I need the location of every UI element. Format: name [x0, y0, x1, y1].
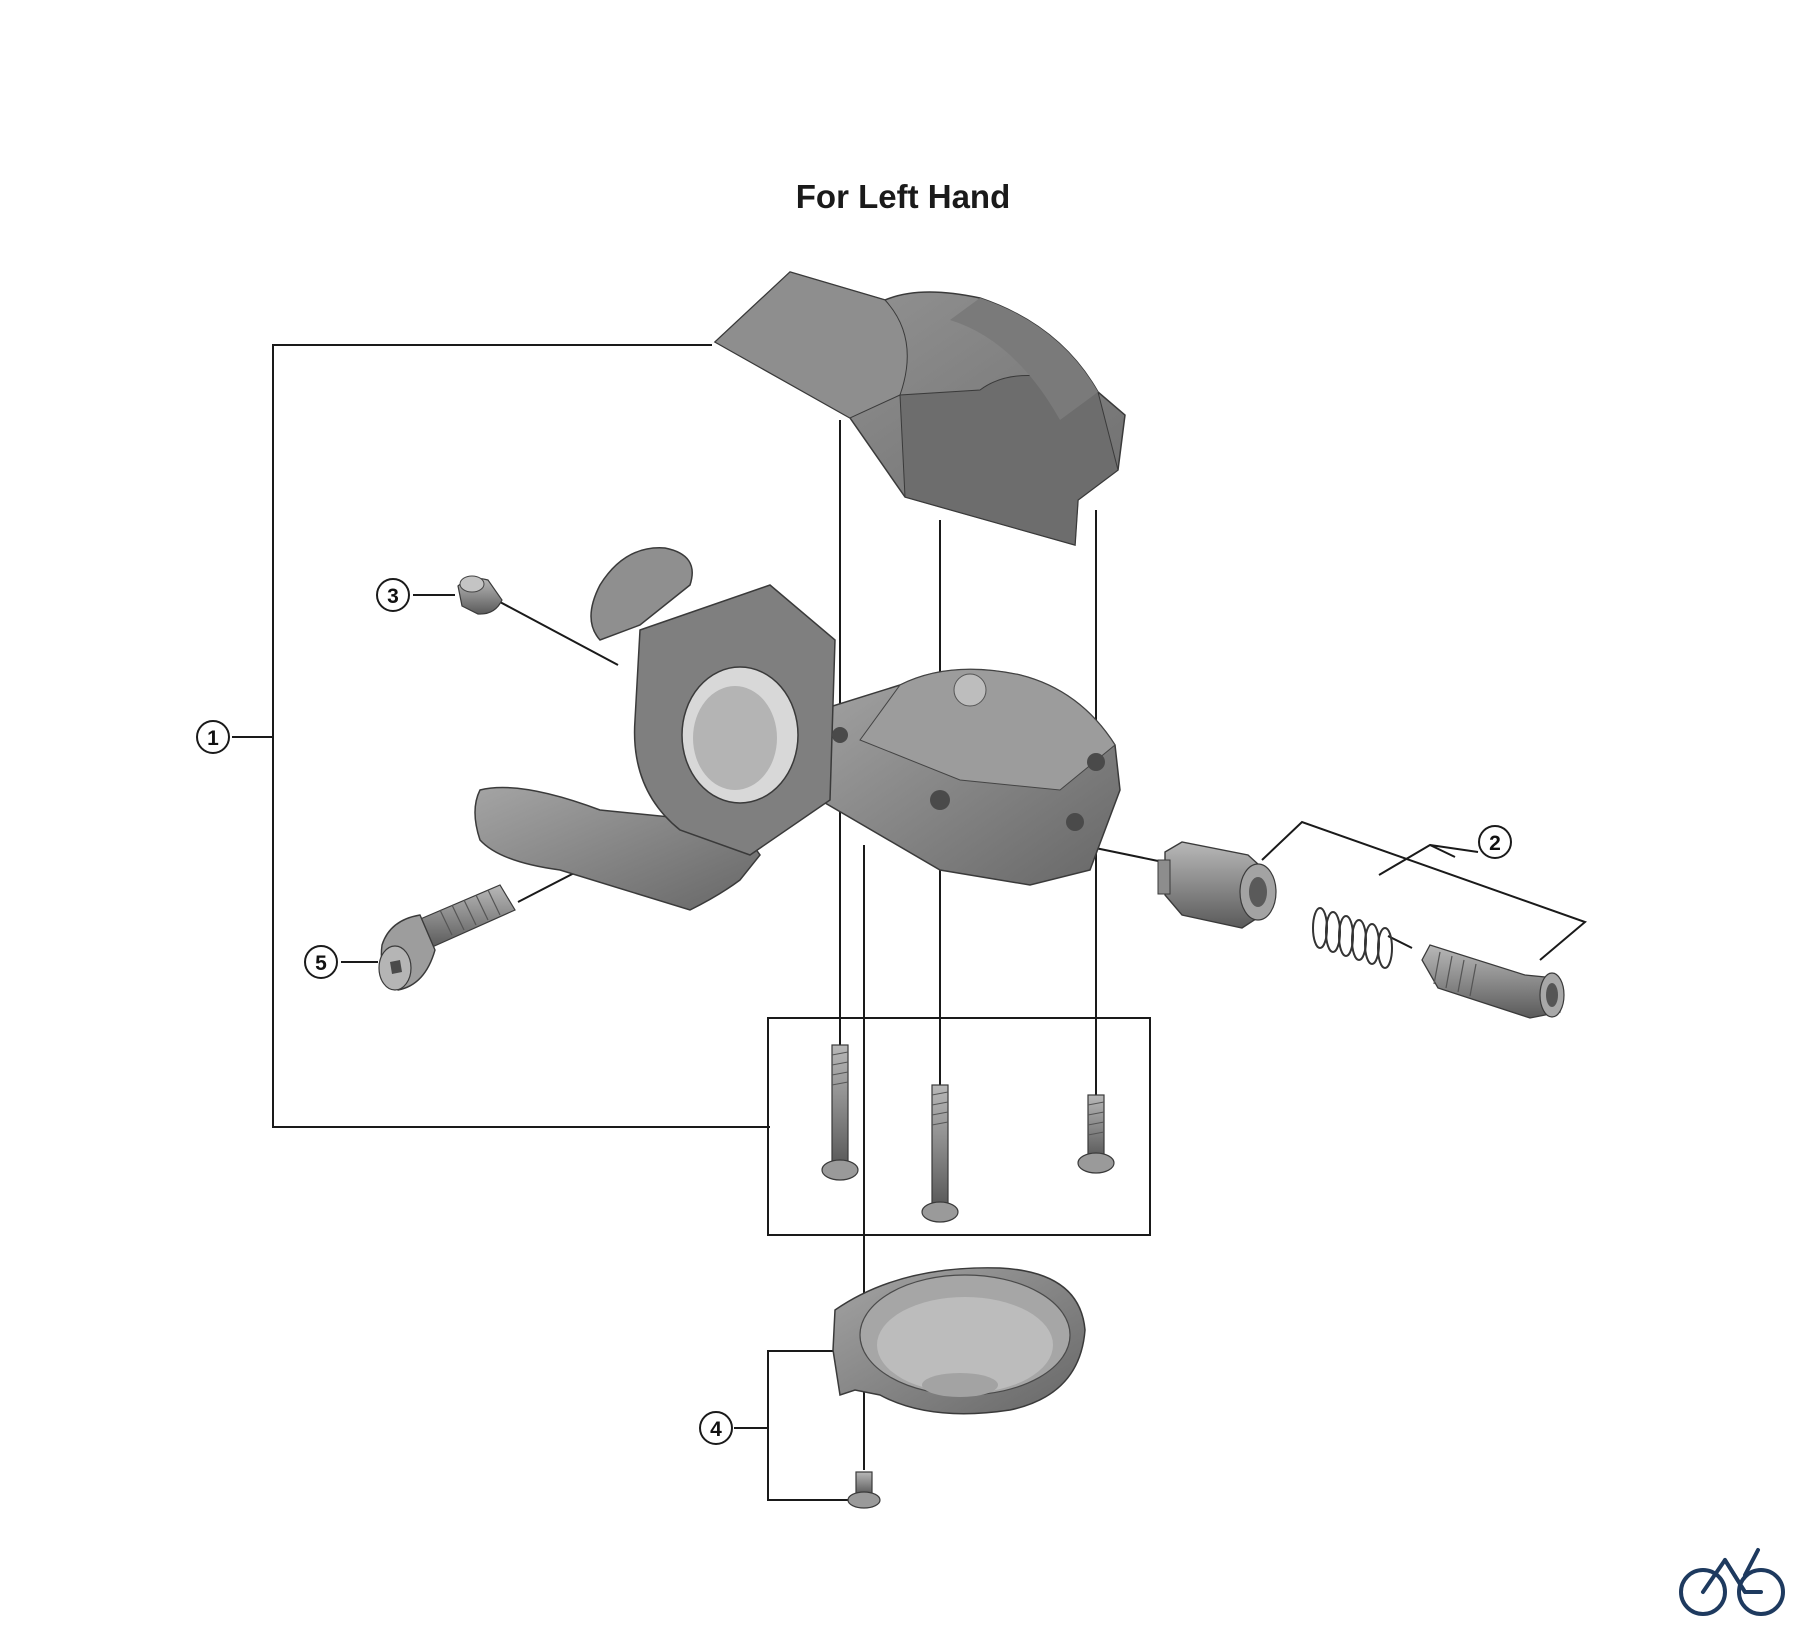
callout-3: 3 — [376, 578, 410, 612]
barrel-part-2 — [1421, 944, 1565, 1019]
screw-group-box — [767, 1017, 1151, 1236]
callout-3-label: 3 — [387, 585, 399, 608]
bottom-cover-part-4 — [832, 1267, 1086, 1415]
shifter-body-part — [474, 547, 1121, 911]
screw-medium — [921, 1084, 959, 1223]
callout-4: 4 — [699, 1411, 733, 1445]
callout-2: 2 — [1478, 825, 1512, 859]
diagram-title-text: For Left Hand — [795, 178, 1011, 215]
bolt-part-5 — [378, 884, 516, 991]
callout-5-label: 5 — [315, 952, 327, 975]
bicycle-icon — [1679, 1548, 1785, 1616]
spring-part-2 — [1312, 907, 1393, 969]
callout-5: 5 — [304, 945, 338, 979]
callout-1-label: 1 — [207, 727, 219, 750]
top-cover-part — [713, 271, 1126, 546]
callout-1: 1 — [196, 720, 230, 754]
screw-short — [1077, 1094, 1115, 1174]
callout-2-label: 2 — [1489, 832, 1501, 855]
screw-long — [821, 1044, 859, 1181]
adjuster-part-2 — [1157, 841, 1277, 929]
callout-4-label: 4 — [710, 1418, 722, 1441]
screw-part-4 — [847, 1471, 881, 1509]
diagram-title: For Left Hand — [0, 178, 1800, 216]
cap-part-3 — [457, 575, 503, 615]
screw-set-part-1 — [821, 1044, 1115, 1223]
